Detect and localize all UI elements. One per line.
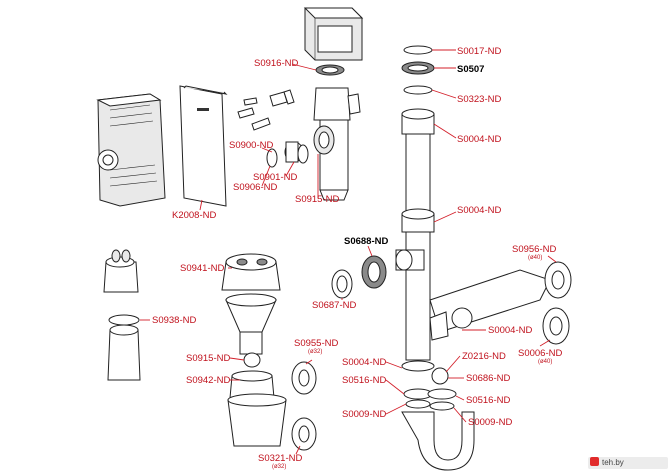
label-s0688: S0688-ND xyxy=(344,236,388,247)
adapter-rings xyxy=(331,255,387,299)
label-s0900: S0900-ND xyxy=(229,140,273,151)
label-s0915-lower: S0915-ND xyxy=(186,353,230,364)
leader-lines xyxy=(140,49,557,455)
label-s0956-diameter: (ø40) xyxy=(528,255,542,261)
label-s0938: S0938-ND xyxy=(152,315,196,326)
screws-s0900 xyxy=(237,89,295,131)
riser-assembly xyxy=(313,64,361,201)
wall-box-housing xyxy=(303,7,364,61)
watermark-logo-icon xyxy=(590,457,599,466)
label-s0004-lower: S0004-ND xyxy=(342,357,386,368)
label-s0006-diameter: (ø40) xyxy=(538,359,552,365)
siphon-body-block xyxy=(96,93,166,207)
label-s0915-upper: S0915-ND xyxy=(295,194,339,205)
label-s0009-right: S0009-ND xyxy=(468,417,512,428)
site-watermark: teh.by xyxy=(588,457,668,469)
label-s0956: S0956-ND xyxy=(512,244,556,255)
rosettes-right xyxy=(542,261,572,345)
front-panel-k2008 xyxy=(179,85,228,207)
label-s0942: S0942-ND xyxy=(186,375,230,386)
label-s0955-diameter: (ø32) xyxy=(308,349,322,355)
center-bowl-stack xyxy=(221,253,287,447)
lower-left-siphon xyxy=(103,249,141,381)
label-s0321: S0321-ND xyxy=(258,453,302,464)
trap-bend xyxy=(401,360,475,471)
label-s0323: S0323-ND xyxy=(457,94,501,105)
label-s0941: S0941-ND xyxy=(180,263,224,274)
label-s0009-left: S0009-ND xyxy=(342,409,386,420)
label-s0516-left: S0516-ND xyxy=(342,375,386,386)
label-s0321-diameter: (ø32) xyxy=(272,464,286,470)
label-s0507: S0507 xyxy=(457,64,484,75)
cleanout-parts xyxy=(266,141,309,168)
label-k2008: K2008-ND xyxy=(172,210,216,221)
label-s0004-middle: S0004-ND xyxy=(457,205,501,216)
outlet-pipe xyxy=(395,249,551,341)
rosettes-lower xyxy=(291,361,317,451)
label-s0906: S0906-ND xyxy=(233,182,277,193)
label-s0516-right: S0516-ND xyxy=(466,395,510,406)
label-s0955: S0955-ND xyxy=(294,338,338,349)
label-s0004-upper: S0004-ND xyxy=(457,134,501,145)
label-s0004-outlet: S0004-ND xyxy=(488,325,532,336)
label-s0687: S0687-ND xyxy=(312,300,356,311)
watermark-text: teh.by xyxy=(602,458,624,467)
label-s0916: S0916-ND xyxy=(254,58,298,69)
label-s0006: S0006-ND xyxy=(518,348,562,359)
label-s0686: S0686-ND xyxy=(466,373,510,384)
vertical-pipe xyxy=(401,45,435,361)
label-z0216: Z0216-ND xyxy=(462,351,506,362)
part-labels: S0017-ND S0507 S0323-ND S0004-ND S0004-N… xyxy=(152,46,562,470)
label-s0901: S0901-ND xyxy=(253,172,297,183)
label-s0017: S0017-ND xyxy=(457,46,501,57)
